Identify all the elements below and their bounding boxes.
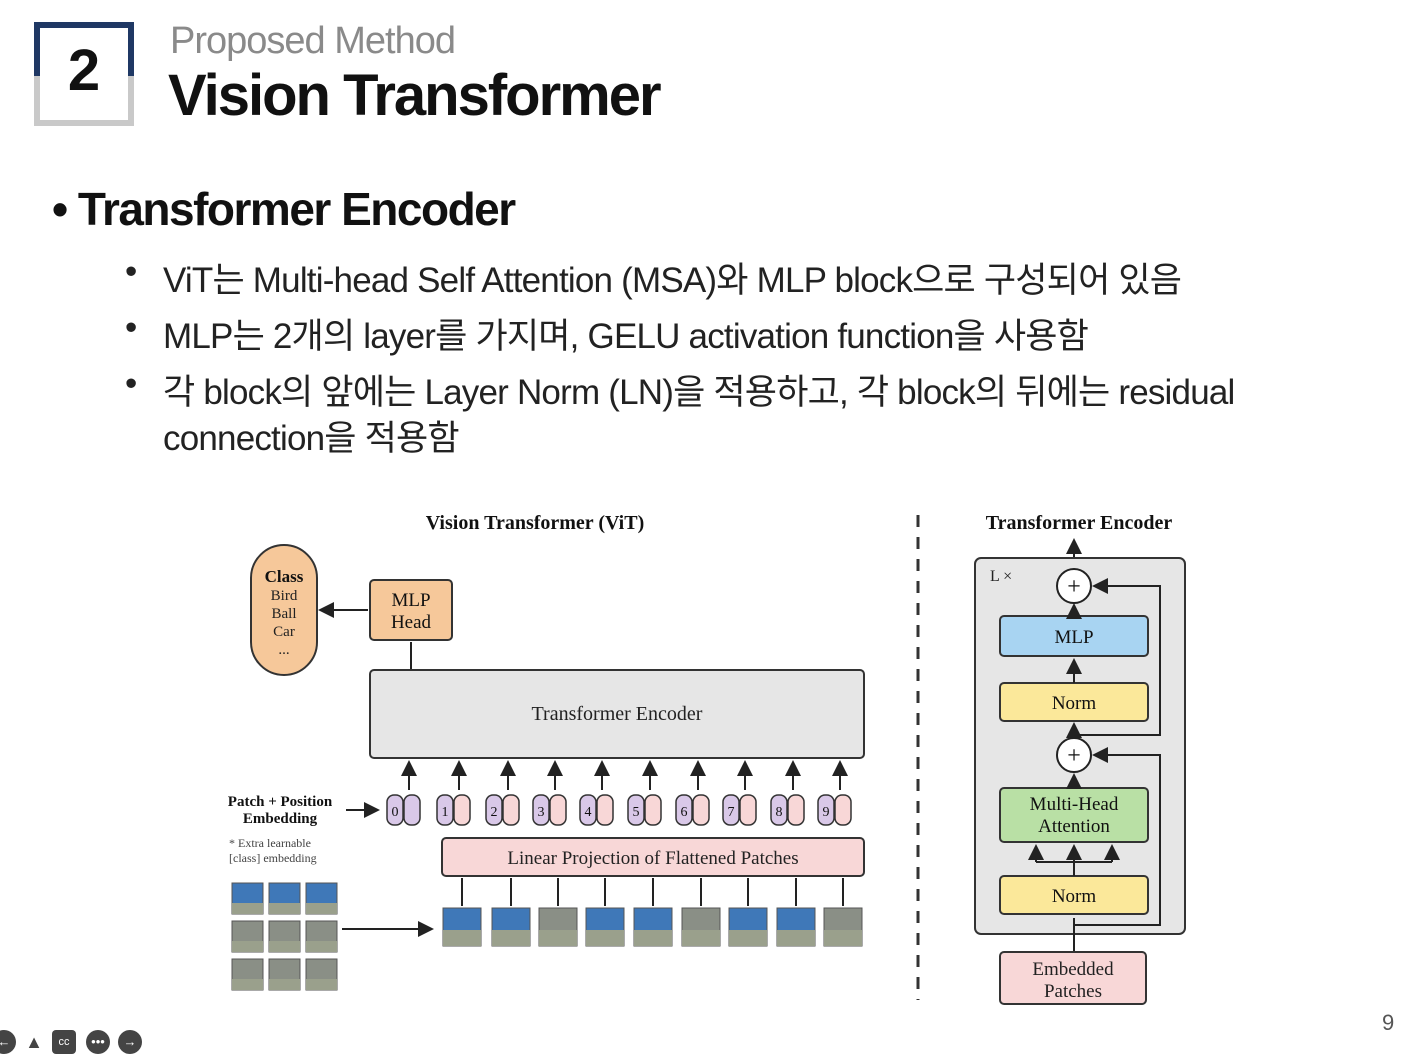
patch-embedding-token <box>787 794 805 826</box>
section-number-box: 2 <box>34 22 134 126</box>
token-index: 3 <box>538 805 545 820</box>
embedded-patches-box <box>999 951 1147 1005</box>
next-slide-icon[interactable]: → <box>118 1030 142 1054</box>
token-index: 7 <box>728 805 735 820</box>
encoder-norm-label-top: Norm <box>1052 693 1097 714</box>
class-item-bird: Bird <box>271 588 298 604</box>
extra-note-line2: [class] embedding <box>229 851 317 865</box>
position-embedding-token <box>627 794 645 826</box>
token-index: 5 <box>633 805 640 820</box>
mlp-head-line2: Head <box>391 612 432 633</box>
more-options-icon[interactable]: ••• <box>86 1030 110 1054</box>
patch-label-line2: Embedding <box>243 811 318 827</box>
position-embedding-token <box>436 794 454 826</box>
encoder-norm-label-bottom: Norm <box>1052 886 1097 907</box>
class-token <box>403 794 421 826</box>
svg-text:+: + <box>1067 574 1081 600</box>
slide-title: Vision Transformer <box>168 63 662 128</box>
embedded-patches-line1: Embedded <box>1032 959 1114 980</box>
patch-embedding-token <box>644 794 662 826</box>
prev-slide-icon[interactable]: ← <box>0 1030 16 1054</box>
token-index: 9 <box>823 805 830 820</box>
encoder-mlp-label: MLP <box>1054 627 1093 648</box>
class-item-ball: Ball <box>272 606 297 622</box>
patch-embedding-token <box>739 794 757 826</box>
position-embedding-token <box>579 794 597 826</box>
svg-text:+: + <box>1067 743 1081 769</box>
position-embedding-token <box>485 794 503 826</box>
extra-note-line1: * Extra learnable <box>229 836 311 850</box>
position-embedding-token <box>532 794 550 826</box>
page-number: 9 <box>1382 1010 1395 1035</box>
repeat-label: L × <box>990 568 1012 585</box>
encoder-mha-line1: Multi-Head <box>1030 794 1119 815</box>
linear-projection-box <box>441 837 865 877</box>
pointer-icon[interactable]: ▲ <box>25 1032 43 1052</box>
mlp-head-line1: MLP <box>391 590 430 611</box>
slide-subtitle: Proposed Method <box>170 20 456 62</box>
embedded-patches-line2: Patches <box>1044 981 1102 1002</box>
position-embedding-token <box>770 794 788 826</box>
token-index: 2 <box>491 805 498 820</box>
class-label: Class <box>265 567 304 586</box>
patch-embedding-token <box>502 794 520 826</box>
token-index: 4 <box>585 805 592 820</box>
section-number: 2 <box>67 38 101 103</box>
position-embedding-token <box>722 794 740 826</box>
position-embedding-token <box>675 794 693 826</box>
captions-icon[interactable]: cc <box>52 1030 76 1054</box>
patch-embedding-token <box>834 794 852 826</box>
class-output-box <box>250 544 318 676</box>
mlp-head-box <box>369 579 453 641</box>
patch-embedding-token <box>692 794 710 826</box>
encoder-mha-line2: Attention <box>1038 816 1110 837</box>
patch-embedding-token <box>549 794 567 826</box>
transformer-encoder-box <box>369 669 865 759</box>
class-item-more: ... <box>278 642 289 658</box>
token-index: 6 <box>681 805 688 820</box>
patch-embedding-token <box>596 794 614 826</box>
vit-diagram-title: Vision Transformer (ViT) <box>426 512 645 534</box>
position-embedding-token <box>386 794 404 826</box>
transformer-encoder-label: Transformer Encoder <box>532 703 703 725</box>
token-index: 0 <box>392 805 399 820</box>
patch-embedding-token <box>453 794 471 826</box>
main-bullet-text: Transformer Encoder <box>77 183 516 235</box>
class-item-car: Car <box>273 624 295 640</box>
patch-label-line1: Patch + Position <box>228 794 333 810</box>
position-embedding-token <box>817 794 835 826</box>
token-index: 8 <box>776 805 783 820</box>
token-index: 1 <box>442 805 449 820</box>
main-bullet: • Transformer Encoder <box>52 183 516 235</box>
encoder-diagram-title: Transformer Encoder <box>986 512 1173 534</box>
linear-projection-label: Linear Projection of Flattened Patches <box>507 848 798 869</box>
